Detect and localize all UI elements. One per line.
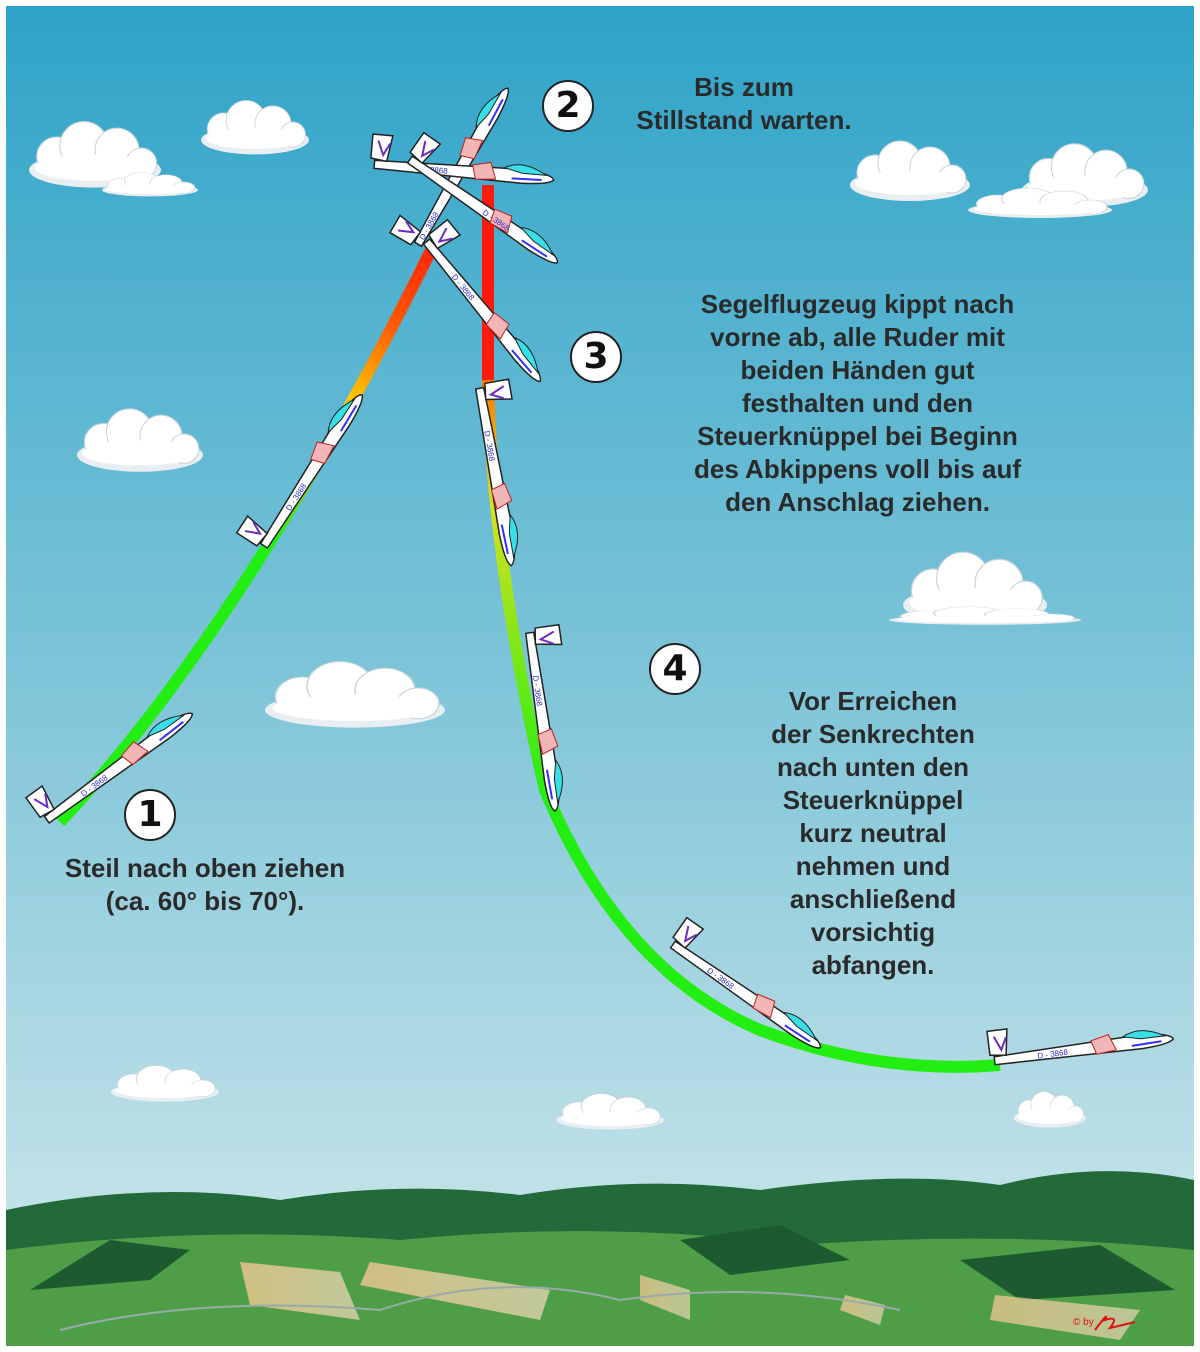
step-3-line: den Anschlag ziehen. [725, 487, 990, 517]
step-3-text: Segelflugzeug kippt nach vorne ab, alle … [660, 288, 1055, 519]
step-3-line: Segelflugzeug kippt nach [700, 289, 1015, 319]
artist-signature [1094, 1315, 1136, 1331]
glider-icon: D - 3868 [986, 1008, 1176, 1069]
step-3-number: 3 [570, 331, 622, 383]
step-1-number: 1 [124, 789, 176, 841]
dive-recovery-path [482, 379, 1001, 1073]
glider-icon: D - 3868 [472, 378, 542, 568]
step-4-number: 4 [649, 643, 701, 695]
step-4-line: vorsichtig [810, 917, 936, 947]
step-1-line: (ca. 60° bis 70°). [105, 886, 305, 916]
step-4-line: nach unten den [776, 752, 970, 782]
step-3-line: vorne ab, alle Ruder mit [710, 322, 1005, 352]
step-3-line: Steuerknüppel bei Beginn [697, 421, 1018, 451]
glider-registration: D - 3868 [531, 675, 544, 707]
step-2-number: 2 [542, 80, 594, 132]
step-4-line: der Senkrechten [771, 719, 975, 749]
step-4-line: kurz neutral [799, 818, 947, 848]
step-4-line: Vor Erreichen [788, 686, 958, 716]
step-4-line: nehmen und [795, 851, 951, 881]
step-3-line: beiden Händen gut [740, 355, 975, 385]
step-2-line: Stillstand warten. [636, 105, 852, 135]
glider-registration: D - 3868 [1037, 1048, 1069, 1061]
step-1-text: Steil nach oben ziehen (ca. 60° bis 70°)… [5, 852, 405, 918]
step-3-line: des Abkippens voll bis auf [694, 454, 1021, 484]
landscape: © by [6, 1171, 1194, 1346]
flight-path [55, 185, 1001, 1073]
step-4-line: Steuerknüppel [782, 785, 964, 815]
step-3-line: festhalten und den [741, 388, 974, 418]
step-4-line: abfangen. [811, 950, 935, 980]
climb-path [55, 229, 446, 827]
step-4-text: Vor Erreichen der Senkrechten nach unten… [733, 685, 1013, 982]
copyright-mark: © by [1073, 1317, 1094, 1328]
glider-icon: D - 3868 [522, 623, 586, 813]
step-1-line: Steil nach oben ziehen [64, 853, 346, 883]
step-4-line: anschließend [789, 884, 957, 914]
step-2-text: Bis zum Stillstand warten. [612, 71, 876, 137]
step-2-line: Bis zum [694, 72, 794, 102]
